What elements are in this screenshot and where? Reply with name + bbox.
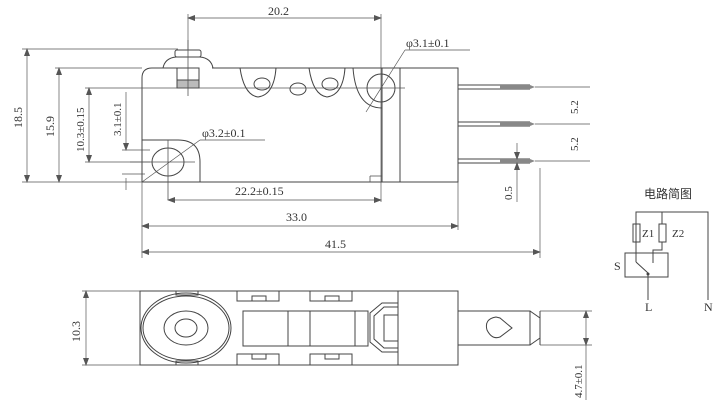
- dim-terminal-pitch-2: 5.2: [569, 137, 581, 151]
- dim-hole-spacing-h: 22.2±0.15: [235, 184, 284, 198]
- dim-overall-length: 41.5: [325, 237, 346, 251]
- dim-hole-spacing-v: 10.3±0.15: [75, 107, 87, 152]
- bottom-view: 10.3 4.7±0.1: [69, 290, 592, 400]
- label-n: N: [704, 300, 713, 314]
- switch-box: [624, 252, 669, 278]
- dim-bottom-body-width: 10.3: [69, 321, 83, 342]
- dim-overall-height: 18.5: [11, 107, 25, 128]
- dim-terminal-pitch-1: 5.2: [569, 100, 581, 114]
- label-l: L: [645, 300, 652, 314]
- dim-hole-left-dia: φ3.2±0.1: [202, 126, 246, 140]
- front-view: 20.2 φ3.1±0.1 φ3.2±0.1 18.5 15.9 10.3±0.…: [11, 4, 590, 258]
- dim-body-length: 33.0: [286, 210, 307, 224]
- circuit-title: 电路简图: [644, 186, 692, 201]
- dim-hole-offset-v: 3.1±0.1: [112, 102, 124, 136]
- dim-hole-right-dia: φ3.1±0.1: [406, 36, 450, 50]
- label-z1: Z1: [642, 228, 654, 240]
- dim-terminal-width: 4.7±0.1: [573, 364, 585, 398]
- dim-top-width: 20.2: [268, 4, 289, 18]
- end-block: [399, 67, 459, 183]
- body-outline-left: [141, 67, 178, 182]
- label-s: S: [614, 259, 621, 273]
- circuit-diagram: 电路简图 Z1 Z2 S L N: [614, 186, 713, 314]
- bottom-body: [139, 290, 459, 366]
- bottom-terminal: [457, 310, 531, 346]
- terminals: [458, 84, 535, 164]
- dim-body-height: 15.9: [43, 116, 57, 137]
- dim-terminal-thickness: 0.5: [503, 186, 515, 200]
- resistor-z2: [658, 223, 667, 243]
- label-z2: Z2: [672, 228, 684, 240]
